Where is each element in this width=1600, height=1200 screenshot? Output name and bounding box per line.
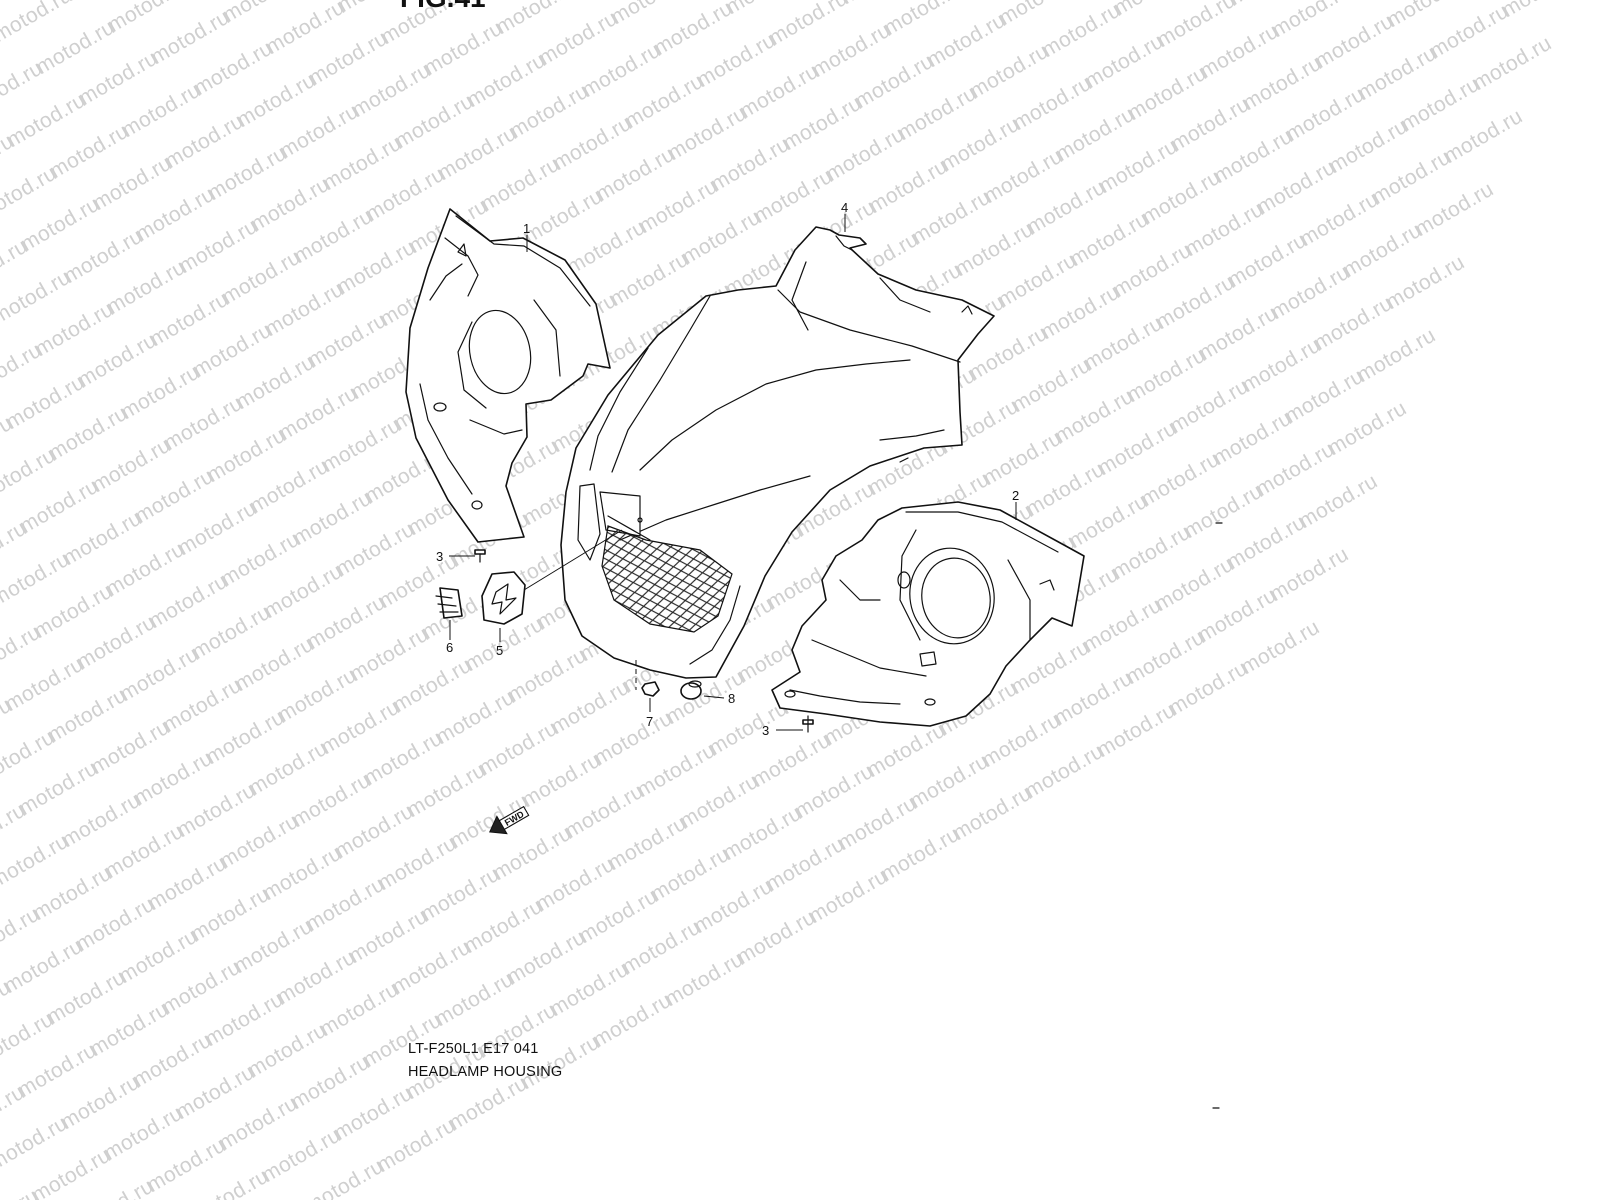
callout-1: 1 [523, 221, 530, 236]
callout-7: 7 [646, 714, 653, 729]
headlamp-housing-main [560, 226, 995, 679]
callout-6: 6 [446, 640, 453, 655]
right-headlamp-bracket [771, 501, 1085, 727]
clip-part-6 [435, 587, 463, 619]
callout-8: 8 [728, 691, 735, 706]
callout-3-left: 3 [436, 549, 443, 564]
screw-part-3-left [474, 549, 486, 563]
figure-code: LT-F250L1 E17 041 [408, 1041, 539, 1057]
screw-part-3-right [802, 715, 814, 733]
callout-4: 4 [841, 200, 848, 215]
nut-part-7 [641, 681, 660, 697]
grommet-part-8 [680, 680, 702, 700]
forward-arrow-icon: FWD [489, 805, 530, 835]
callout-3-right: 3 [762, 723, 769, 738]
left-headlamp-bracket [405, 208, 611, 543]
leader-lines [449, 214, 1017, 731]
figure-title-fragment: FIG.41 [400, 0, 486, 14]
emblem-part-5 [481, 571, 526, 625]
callout-5: 5 [496, 643, 503, 658]
figure-name: HEADLAMP HOUSING [408, 1064, 563, 1080]
callout-2: 2 [1012, 488, 1019, 503]
